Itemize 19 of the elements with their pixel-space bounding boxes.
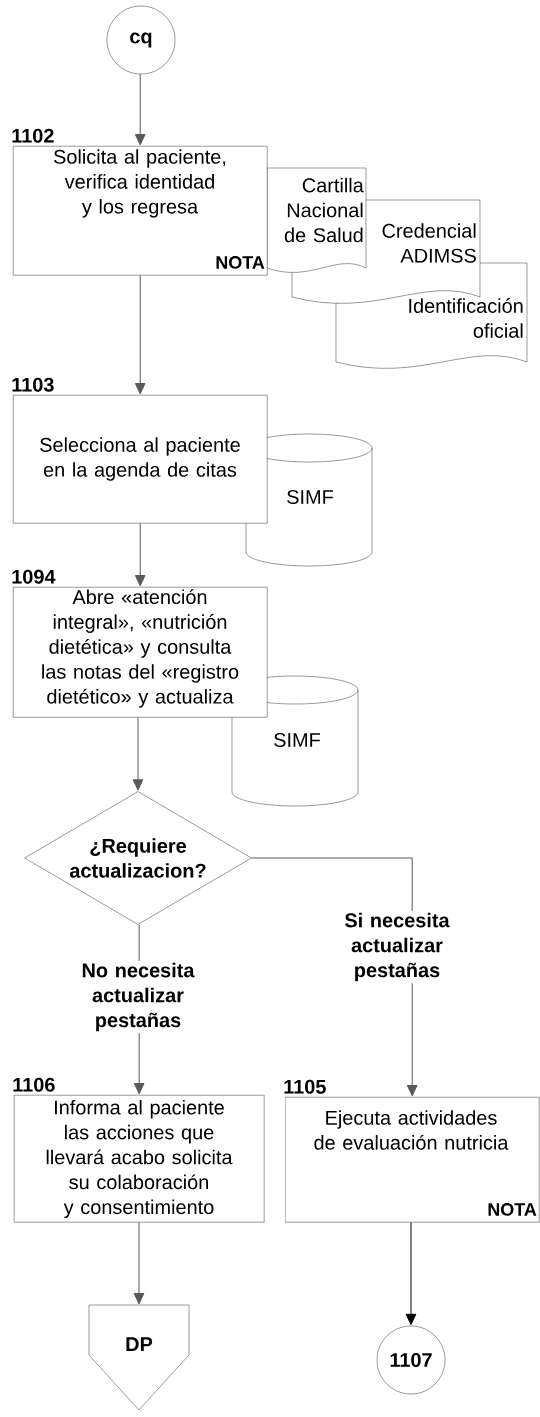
process-box: Abre «atención integral», «nutrición dietética» y consulta las notas del «registro dietético» y actualiza	[13, 587, 268, 718]
arrow	[405, 1221, 417, 1326]
edge-label: Si necesita actualizar pestañas	[335, 910, 459, 984]
note-label: NOTA	[488, 1203, 537, 1216]
step-number: 1105	[284, 1079, 326, 1094]
arrow	[134, 274, 146, 395]
step-number: 1106	[13, 1077, 55, 1092]
arrow	[132, 716, 144, 791]
off-page-connector: DP	[88, 1304, 190, 1411]
step-number: 1094	[12, 569, 56, 584]
arrow	[134, 522, 146, 587]
edge-label: No necesita actualizar pestañas	[72, 960, 204, 1034]
arrow	[134, 73, 146, 146]
step-number: 1102	[12, 128, 54, 143]
arrow	[133, 1221, 145, 1305]
process-box: Selecciona al paciente en la agenda de citas	[13, 395, 268, 524]
step-number: 1103	[12, 377, 54, 392]
note-label: NOTA	[216, 256, 265, 269]
process-box: Informa al paciente las acciones que llevará acabo solicita su colaboración y consentimiento	[14, 1095, 265, 1223]
